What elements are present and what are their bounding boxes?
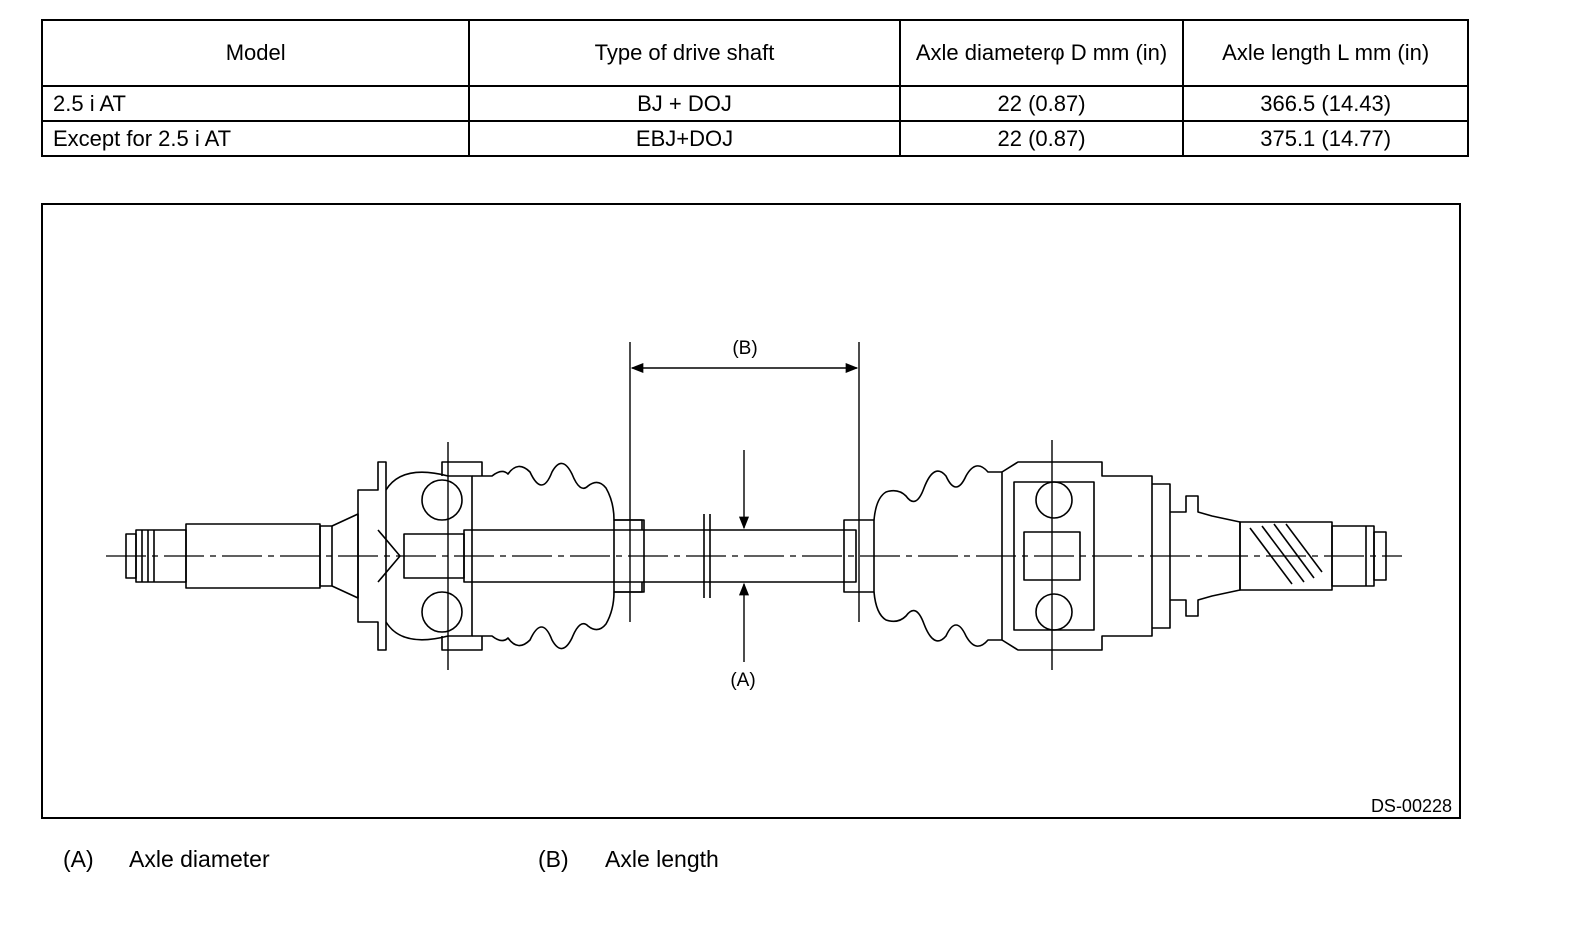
right-spline-stub [1170, 495, 1387, 617]
dimension-b [629, 342, 860, 622]
dimension-a-label: (A) [730, 670, 755, 691]
center-shaft [463, 514, 857, 598]
legend-a: (A) Axle diameter [63, 846, 270, 873]
legend-b-key: (B) [538, 846, 569, 872]
table-header-row: Model Type of drive shaft Axle diameterφ… [40, 19, 1469, 87]
left-boot [472, 462, 645, 650]
cell-axle-diameter: 22 (0.87) [898, 85, 1185, 122]
cell-axle-length: 366.5 (14.43) [1182, 85, 1469, 122]
drive-shaft-diagram: (B) (A) DS-00228 [106, 338, 1452, 816]
cell-model: 2.5 i AT [40, 85, 471, 122]
header-axle-length: Axle length L mm (in) [1182, 19, 1469, 87]
dimension-b-label: (B) [732, 338, 757, 359]
cell-axle-length: 375.1 (14.77) [1182, 120, 1469, 157]
legend-b: (B) Axle length [538, 846, 719, 873]
header-axle-diameter: Axle diameterφ D mm (in) [898, 19, 1185, 87]
legend-b-text: Axle length [605, 846, 719, 872]
cell-axle-diameter: 22 (0.87) [898, 120, 1185, 157]
cell-drive-shaft-type: BJ + DOJ [468, 85, 901, 122]
cell-drive-shaft-type: EBJ+DOJ [468, 120, 901, 157]
left-spline-stub [125, 513, 359, 599]
legend-a-text: Axle diameter [129, 846, 270, 872]
right-joint [1001, 440, 1171, 670]
header-model: Model [40, 19, 471, 87]
left-joint [357, 442, 483, 670]
cell-model: Except for 2.5 i AT [40, 120, 471, 157]
legend-a-key: (A) [63, 846, 94, 872]
drive-shaft-figure: (B) (A) DS-00228 [41, 203, 1461, 819]
table-row: Except for 2.5 i AT EBJ+DOJ 22 (0.87) 37… [40, 120, 1469, 157]
header-drive-shaft-type: Type of drive shaft [468, 19, 901, 87]
figure-code: DS-00228 [1371, 796, 1452, 816]
spec-table: Model Type of drive shaft Axle diameterφ… [40, 19, 1469, 157]
table-row: 2.5 i AT BJ + DOJ 22 (0.87) 366.5 (14.43… [40, 85, 1469, 122]
